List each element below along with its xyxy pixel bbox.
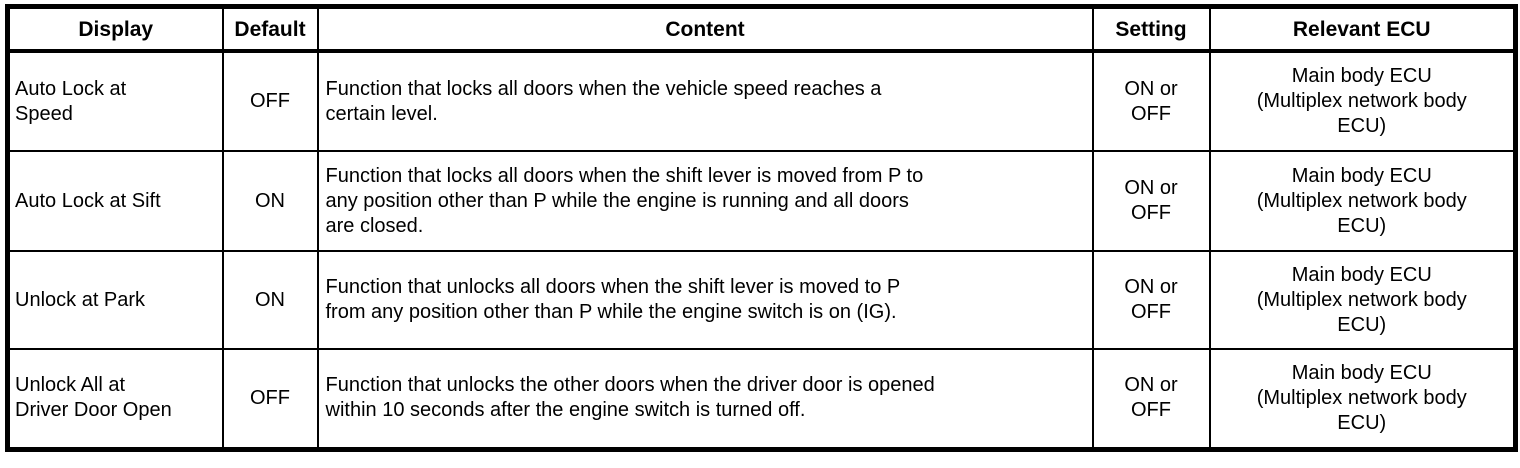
cell-setting: ON or OFF	[1091, 250, 1211, 350]
table-row: Unlock All at Driver Door Open OFF Funct…	[6, 348, 1517, 450]
cell-line: certain level.	[325, 102, 438, 125]
cell-display: Unlock at Park	[6, 250, 224, 350]
cell-line: Function that locks all doors when the v…	[325, 77, 882, 100]
cell-line: Main body ECU	[1291, 263, 1432, 286]
header-cell-default: Default	[221, 5, 319, 53]
cell-setting: ON or OFF	[1091, 150, 1211, 252]
cell-line: OFF	[1131, 301, 1171, 323]
cell-relevant-ecu: Main body ECU (Multiplex network body EC…	[1208, 348, 1517, 450]
cell-relevant-ecu: Main body ECU (Multiplex network body EC…	[1208, 150, 1517, 252]
header-cell-relevant-ecu: Relevant ECU	[1208, 5, 1517, 53]
table-row: Auto Lock at Speed OFF Function that loc…	[6, 50, 1517, 152]
cell-line: ON or	[1124, 177, 1178, 199]
cell-content: Function that locks all doors when the s…	[316, 150, 1094, 252]
cell-line: ECU)	[1337, 313, 1387, 336]
cell-setting: ON or OFF	[1091, 348, 1211, 450]
header-cell-setting: Setting	[1091, 5, 1211, 53]
cell-line: (Multiplex network body	[1256, 189, 1467, 212]
cell-display: Auto Lock at Speed	[6, 50, 224, 152]
cell-line: Speed	[15, 102, 73, 125]
cell-display: Auto Lock at Sift	[6, 150, 224, 252]
cell-line: ECU)	[1337, 115, 1387, 137]
cell-relevant-ecu: Main body ECU (Multiplex network body EC…	[1208, 50, 1517, 152]
cell-line: ECU)	[1337, 411, 1387, 434]
cell-line: Auto Lock at	[15, 77, 127, 100]
cell-default: ON	[221, 150, 319, 252]
cell-line: Auto Lock at Sift	[15, 189, 161, 212]
cell-line: ON or	[1124, 374, 1178, 397]
header-cell-content: Content	[316, 5, 1094, 53]
cell-line: from any position other than P while the…	[325, 301, 897, 323]
cell-line: Main body ECU	[1291, 164, 1432, 187]
table-row: Unlock at Park ON Function that unlocks …	[6, 250, 1517, 350]
cell-content: Function that unlocks all doors when the…	[316, 250, 1094, 350]
cell-line: any position other than P while the engi…	[325, 189, 909, 212]
cell-line: Function that unlocks all doors when the…	[325, 276, 901, 298]
cell-line: Main body ECU	[1291, 361, 1432, 384]
cell-default: OFF	[221, 50, 319, 152]
cell-line: ON or	[1124, 276, 1178, 298]
door-lock-settings-table: Display Default Content Setting Relevant…	[5, 4, 1518, 452]
cell-line: (Multiplex network body	[1256, 90, 1467, 112]
cell-line: Unlock All at	[15, 374, 126, 397]
header-row: Display Default Content Setting Relevant…	[6, 5, 1517, 53]
cell-content: Function that unlocks the other doors wh…	[316, 348, 1094, 450]
header-cell-display: Display	[6, 5, 224, 53]
cell-line: ECU)	[1337, 214, 1387, 237]
cell-line: OFF	[1131, 202, 1171, 224]
cell-display: Unlock All at Driver Door Open	[6, 348, 224, 450]
cell-line: OFF	[1131, 399, 1171, 422]
cell-line: Function that locks all doors when the s…	[325, 164, 924, 187]
cell-line: Driver Door Open	[15, 399, 172, 422]
cell-line: within 10 seconds after the engine switc…	[325, 399, 806, 422]
cell-line: (Multiplex network body	[1256, 386, 1467, 409]
cell-line: are closed.	[325, 214, 424, 237]
cell-default: OFF	[221, 348, 319, 450]
cell-line: Function that unlocks the other doors wh…	[325, 374, 935, 397]
cell-relevant-ecu: Main body ECU (Multiplex network body EC…	[1208, 250, 1517, 350]
cell-default: ON	[221, 250, 319, 350]
cell-line: ON or	[1124, 77, 1178, 100]
table-row: Auto Lock at Sift ON Function that locks…	[6, 150, 1517, 252]
cell-line: Unlock at Park	[15, 288, 146, 311]
cell-line: OFF	[1131, 102, 1171, 125]
cell-content: Function that locks all doors when the v…	[316, 50, 1094, 152]
cell-line: Main body ECU	[1291, 65, 1432, 87]
cell-setting: ON or OFF	[1091, 50, 1211, 152]
cell-line: (Multiplex network body	[1256, 288, 1467, 311]
